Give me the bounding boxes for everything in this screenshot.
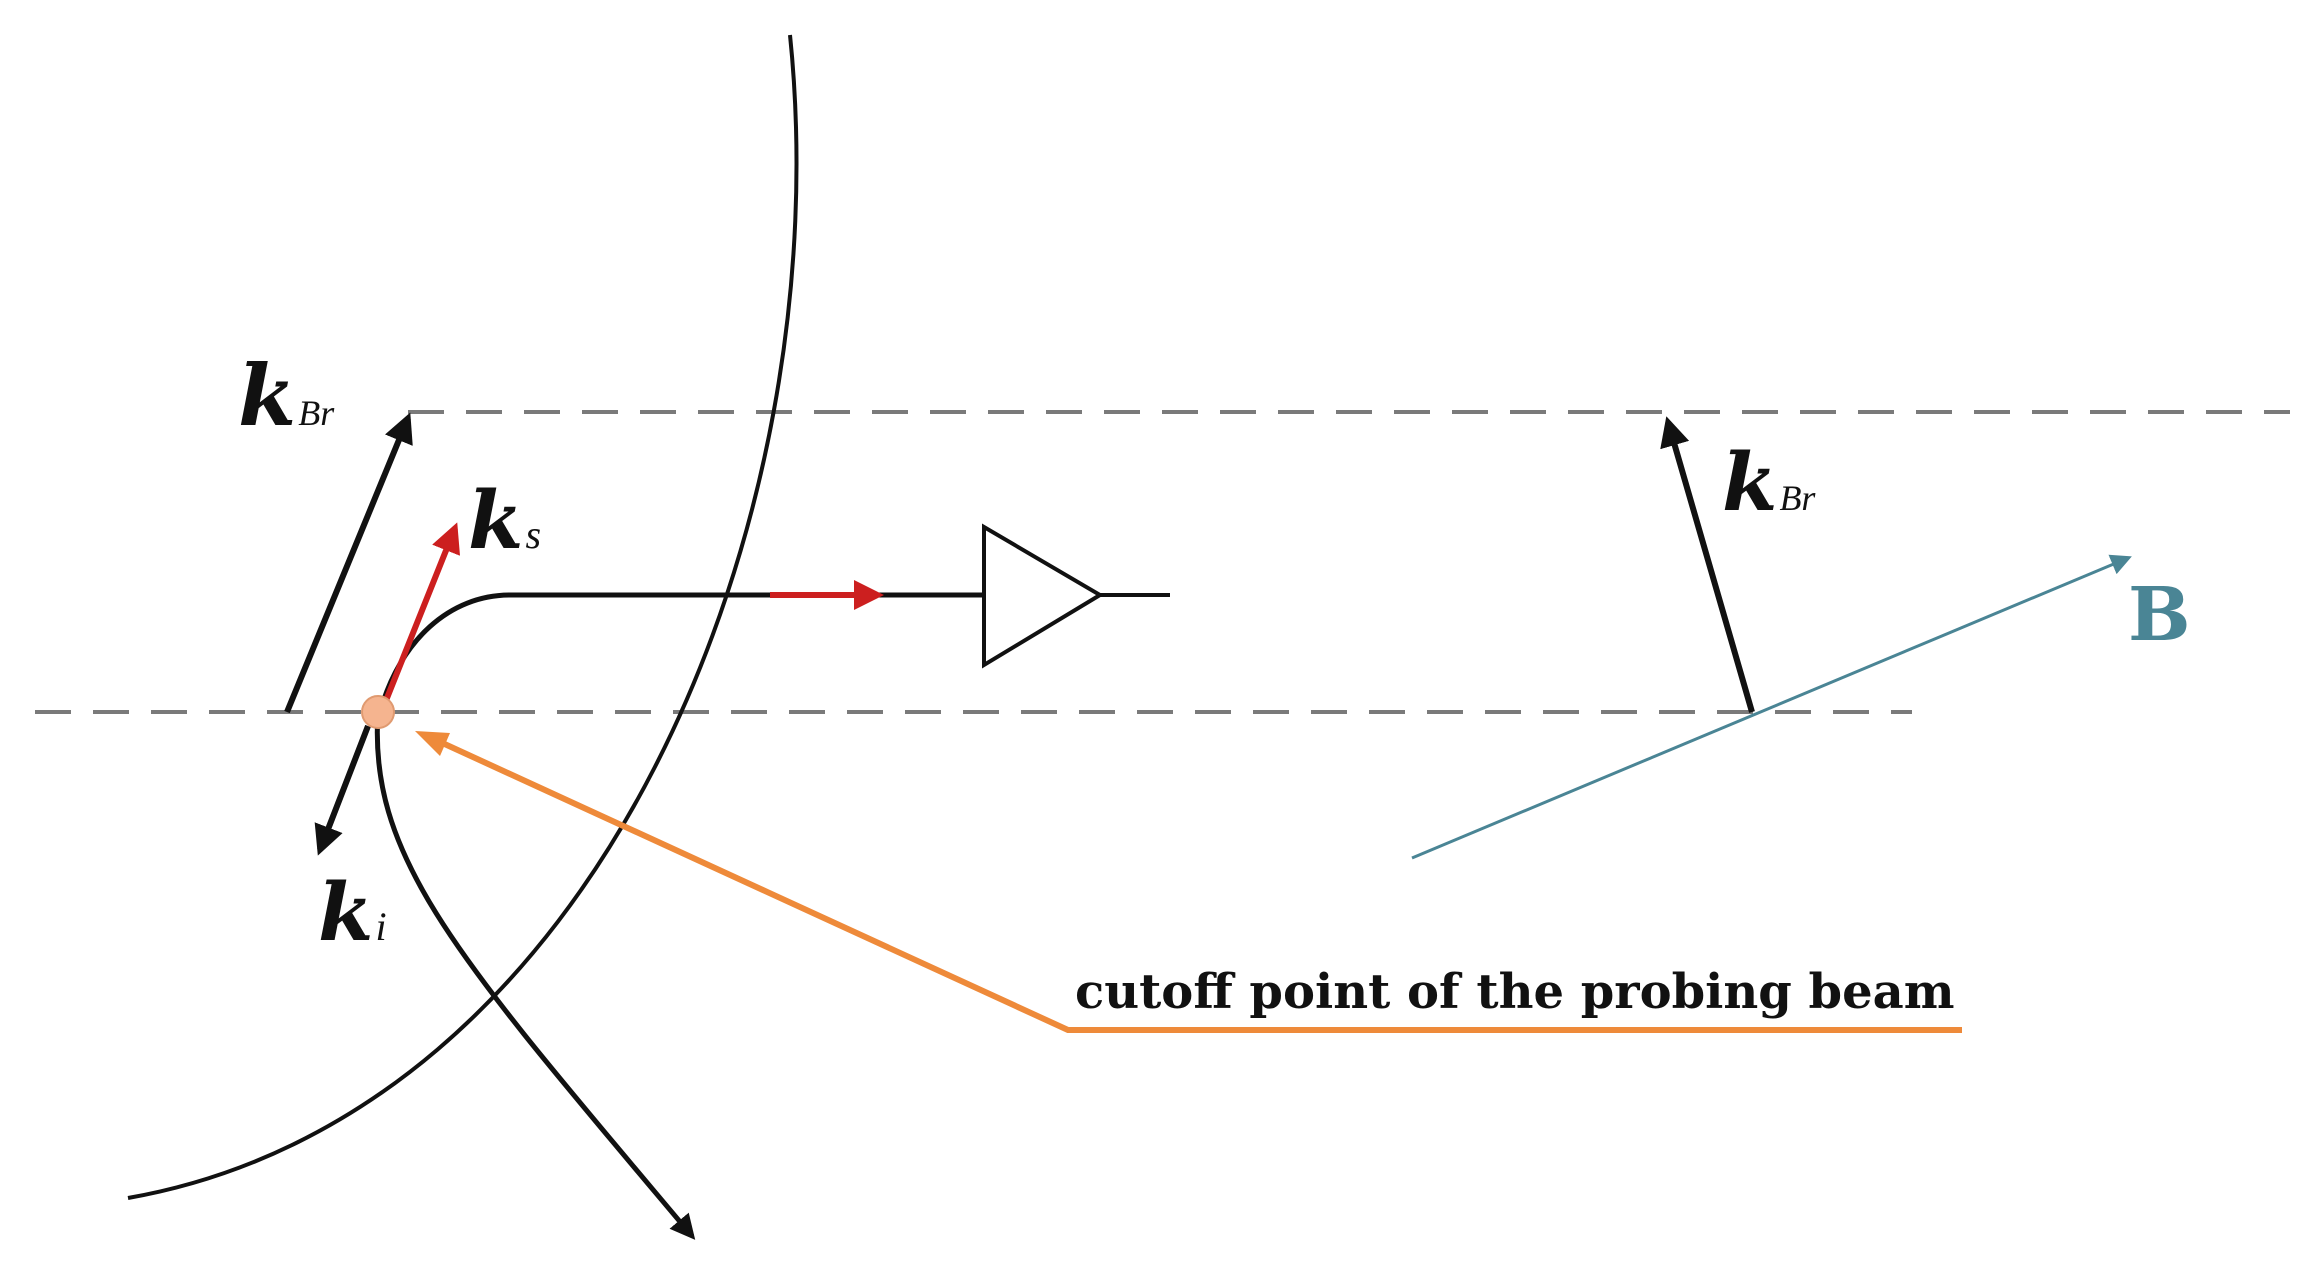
cutoff-layer-curve	[127, 34, 799, 1200]
k-s-symbol: k	[468, 473, 523, 567]
k-i-vector	[314, 724, 371, 856]
k-br-left-subscript: Br	[298, 393, 335, 433]
k-s-subscript: s	[525, 512, 541, 557]
cutoff-annotation-leader	[423, 732, 1962, 1033]
k-br-right-symbol: k	[1722, 435, 1777, 529]
k-br-right-vector	[1660, 416, 1755, 713]
scattered-beam-path	[377, 592, 985, 713]
k-br-left-vector	[284, 412, 413, 714]
incident-beam-path	[374, 711, 696, 1240]
k-i-symbol: k	[318, 865, 373, 959]
k-s-label: ks	[468, 473, 541, 567]
k-i-subscript: i	[375, 904, 386, 949]
cutoff-point	[361, 695, 395, 729]
k-i-label: ki	[318, 865, 387, 959]
k-br-left-label: kBr	[238, 346, 335, 445]
cutoff-annotation-arrowhead	[415, 731, 450, 756]
b-field-vector	[1411, 554, 2132, 860]
k-br-right-subscript: Br	[1779, 478, 1816, 518]
detector-triangle	[982, 523, 1104, 669]
k-br-right-label: kBr	[1722, 435, 1816, 529]
k-br-left-symbol: k	[238, 346, 296, 445]
cutoff-annotation-text: cutoff point of the probing beam	[1075, 964, 1955, 1020]
b-field-label: B	[2128, 572, 2191, 658]
k-s-vector	[380, 522, 461, 710]
